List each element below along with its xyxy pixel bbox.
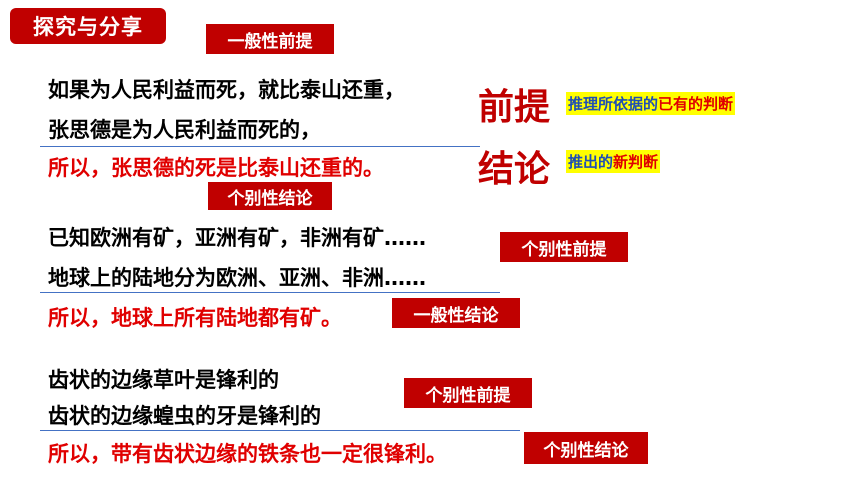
block2-divider [40, 292, 500, 293]
tag-general-conclusion: 一般性结论 [392, 298, 520, 328]
block3-line1: 齿状的边缘草叶是锋利的 [48, 368, 279, 392]
conclusion-definition: 推出的新判断 [566, 150, 661, 173]
tag-individual-conclusion: 个别性结论 [208, 182, 332, 210]
block1-divider [40, 146, 480, 147]
conclusion-definition-a: 推出的 [568, 153, 614, 171]
premise-definition-a: 推理所依据的 [568, 95, 659, 113]
premise-definition: 推理所依据的已有的判断 [566, 92, 736, 115]
section-title: 探究与分享 [10, 8, 166, 44]
premise-heading: 前提 [478, 87, 551, 128]
block1-line1: 如果为人民利益而死，就比泰山还重， [48, 78, 405, 102]
conclusion-definition-b: 新判断 [613, 153, 659, 171]
block2-conclusion: 所以，地球上所有陆地都有矿。 [48, 306, 342, 330]
premise-definition-b: 已有的判断 [658, 95, 734, 113]
block3-divider [40, 430, 520, 431]
block3-line2: 齿状的边缘蝗虫的牙是锋利的 [48, 404, 321, 428]
block2-line1: 已知欧洲有矿，亚洲有矿，非洲有矿…… [48, 226, 426, 250]
block2-line2: 地球上的陆地分为欧洲、亚洲、非洲…… [48, 266, 426, 290]
block3-conclusion: 所以，带有齿状边缘的铁条也一定很锋利。 [48, 442, 447, 466]
conclusion-heading: 结论 [478, 149, 551, 190]
block1-line2: 张思德是为人民利益而死的， [48, 118, 321, 142]
tag-individual-premise-2: 个别性前提 [500, 232, 628, 262]
tag-individual-premise-3: 个别性前提 [404, 378, 532, 408]
block1-conclusion: 所以，张思德的死是比泰山还重的。 [48, 156, 384, 180]
tag-general-premise: 一般性前提 [206, 24, 334, 54]
tag-individual-conclusion-3: 个别性结论 [524, 432, 648, 464]
